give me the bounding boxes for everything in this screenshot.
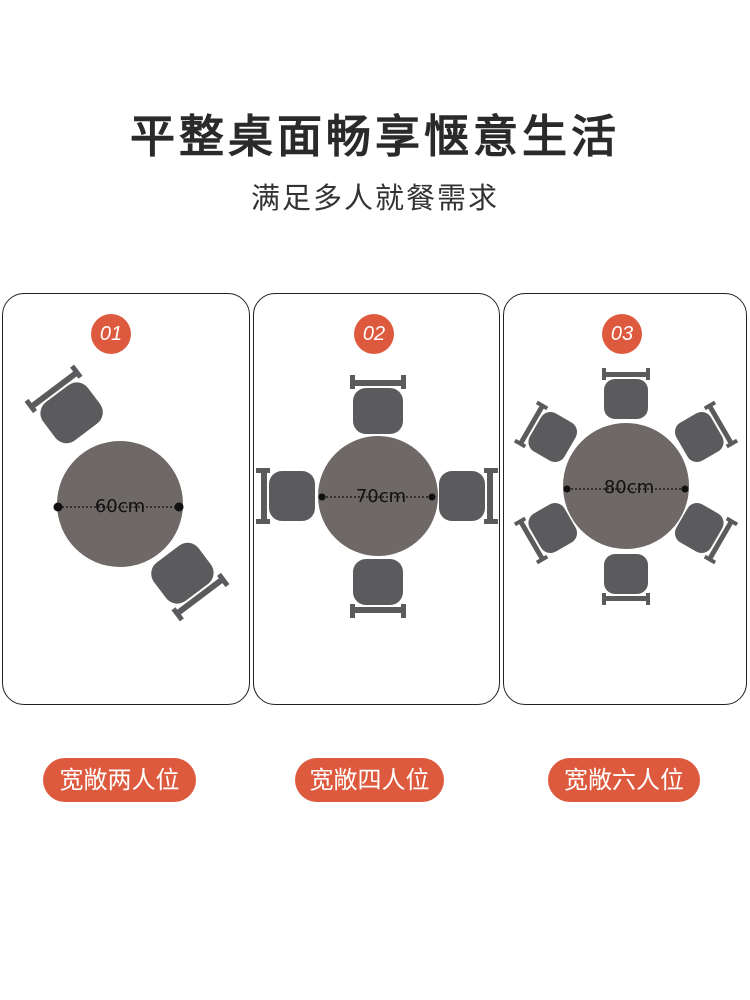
diameter-endpoint [681, 485, 689, 493]
card-four-seat: 02 70cm [253, 293, 500, 705]
chair-icon [256, 468, 315, 524]
page-subtitle: 满足多人就餐需求 [250, 181, 499, 215]
round-table [563, 423, 689, 549]
two-seat-table-diagram: 60cm [24, 364, 230, 622]
diameter-endpoint [174, 502, 184, 512]
chair-icon [151, 542, 230, 622]
seat-caption-four: 宽敞四人位 [295, 758, 444, 802]
chair-icon [439, 468, 498, 524]
seat-caption-two: 宽敞两人位 [43, 758, 196, 802]
diameter-label: 60cm [95, 496, 145, 517]
chair-icon [674, 400, 739, 463]
six-seat-table-diagram: 80cm [513, 368, 739, 605]
card-number-badge: 02 [354, 314, 394, 354]
diameter-endpoint [428, 493, 436, 501]
round-table [318, 436, 438, 556]
chair-icon [513, 502, 578, 565]
chair-icon [602, 554, 650, 605]
chair-icon [513, 400, 578, 463]
chair-icon [350, 559, 406, 618]
diameter-label: 80cm [604, 477, 654, 498]
round-table [57, 441, 183, 567]
page-title: 平整桌面畅享惬意生活 [129, 110, 620, 163]
chair-icon [350, 375, 406, 434]
diameter-endpoint [563, 485, 571, 493]
diameter-endpoint [53, 502, 63, 512]
four-seat-table-diagram: 70cm [256, 375, 498, 618]
card-two-seat: 01 60cm [2, 293, 250, 705]
card-six-seat: 03 [503, 293, 747, 705]
diameter-endpoint [318, 493, 326, 501]
chair-icon [602, 368, 650, 419]
chair-icon [674, 502, 739, 565]
card-number-badge: 01 [91, 314, 131, 354]
card-number-badge: 03 [602, 314, 642, 354]
seat-caption-six: 宽敞六人位 [548, 758, 700, 802]
diameter-label: 70cm [356, 486, 406, 507]
chair-icon [24, 364, 103, 444]
